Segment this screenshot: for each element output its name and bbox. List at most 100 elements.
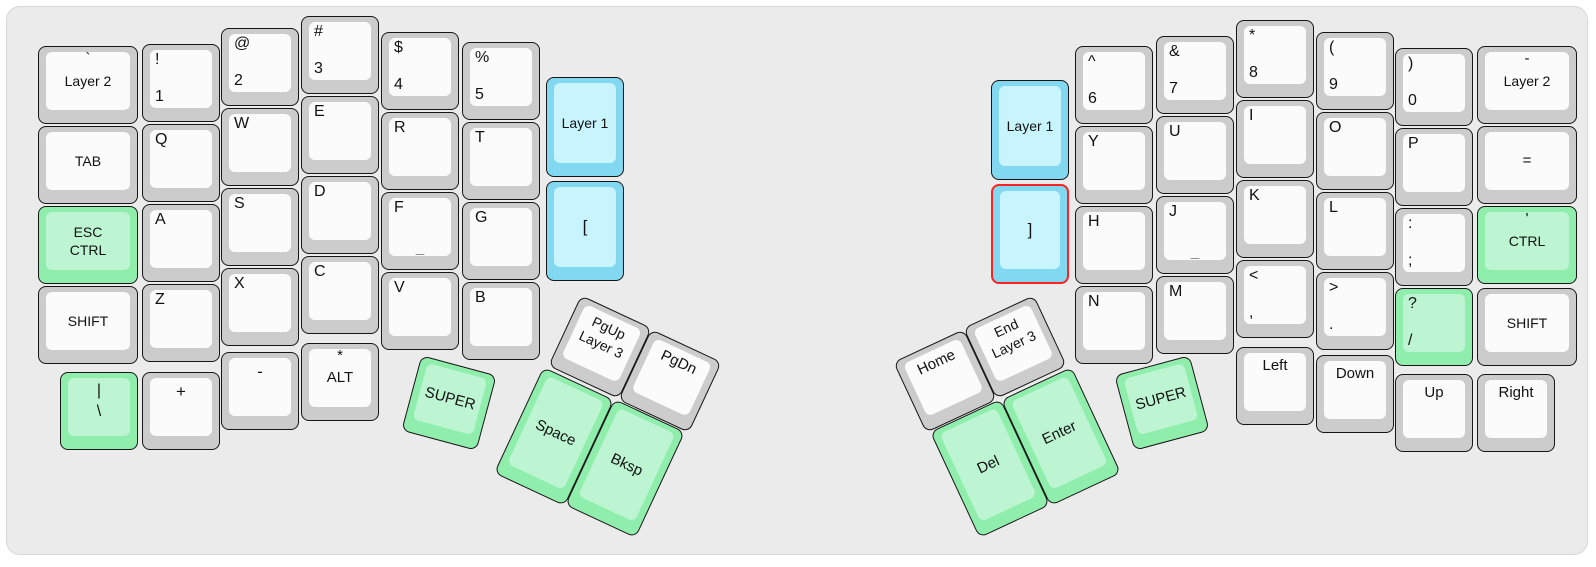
key-label-group: -: [229, 358, 291, 416]
key-label-group: Layer 2: [46, 52, 130, 110]
key-label: W: [234, 115, 250, 132]
key-plus[interactable]: +: [142, 372, 220, 450]
key-t[interactable]: T: [462, 122, 540, 200]
keycap-face: &7: [1164, 42, 1226, 100]
key-tab[interactable]: TAB: [38, 126, 138, 204]
key-n[interactable]: N: [1075, 286, 1153, 364]
keycap-face: H: [1083, 212, 1145, 270]
key-label: Layer 1: [1006, 117, 1054, 134]
key-label: 7: [1169, 80, 1178, 98]
key-d[interactable]: D: [301, 176, 379, 254]
key-right-arrow[interactable]: Right: [1477, 374, 1555, 452]
key-label: Y: [1088, 133, 1099, 150]
key-e[interactable]: E: [301, 96, 379, 174]
key-y[interactable]: Y: [1075, 126, 1153, 204]
key-label: Layer 2: [1503, 72, 1551, 89]
key-super-right[interactable]: SUPER: [1114, 355, 1210, 451]
key-g[interactable]: G: [462, 202, 540, 280]
key-label: SHIFT: [1506, 314, 1548, 331]
key-asterisk-alt[interactable]: *ALT: [301, 343, 379, 421]
key-label: @: [234, 35, 251, 52]
key-minus[interactable]: -: [221, 352, 299, 430]
key-label: D: [314, 183, 326, 200]
key-label: $: [394, 39, 403, 56]
key-q[interactable]: Q: [142, 124, 220, 202]
key-colon-semicolon[interactable]: :;: [1395, 208, 1473, 286]
key-label: [: [582, 216, 588, 236]
key-layer1-right[interactable]: Layer 1: [991, 80, 1069, 180]
key-v[interactable]: V: [381, 272, 459, 350]
key-label: !: [155, 51, 160, 68]
key-dollar-4[interactable]: $4: [381, 32, 459, 110]
key-w[interactable]: W: [221, 108, 299, 186]
key-b[interactable]: B: [462, 282, 540, 360]
key-label: Space: [532, 415, 579, 450]
keycap-face: $4: [389, 38, 451, 96]
key-hash-3[interactable]: #3: [301, 16, 379, 94]
keycap-face: SUPER: [412, 363, 488, 436]
key-l[interactable]: L: [1316, 192, 1394, 270]
key-equals[interactable]: =: [1477, 126, 1577, 204]
key-lparen-9[interactable]: (9: [1316, 32, 1394, 110]
keycap-face: TAB: [46, 132, 130, 190]
key-u[interactable]: U: [1156, 116, 1234, 194]
key-r[interactable]: R: [381, 112, 459, 190]
key-label: X: [234, 275, 245, 292]
key-rbracket[interactable]: ]: [991, 184, 1069, 284]
key-s[interactable]: S: [221, 188, 299, 266]
key-k[interactable]: K: [1236, 180, 1314, 258]
key-label-group: Layer 2: [1485, 52, 1569, 110]
key-lbracket[interactable]: [: [546, 181, 624, 281]
key-backtick-layer2[interactable]: `Layer 2: [38, 46, 138, 124]
key-dash-layer2[interactable]: -Layer 2: [1477, 46, 1577, 124]
key-label: *: [337, 347, 343, 364]
keycap-face: Layer 1: [999, 86, 1061, 166]
key-z[interactable]: Z: [142, 284, 220, 362]
key-shift-left[interactable]: SHIFT: [38, 286, 138, 364]
key-p[interactable]: P: [1395, 128, 1473, 206]
key-at-2[interactable]: @2: [221, 28, 299, 106]
key-a[interactable]: A: [142, 204, 220, 282]
key-pipe-backslash[interactable]: |\: [60, 372, 138, 450]
key-c[interactable]: C: [301, 256, 379, 334]
key-super-left[interactable]: SUPER: [401, 355, 497, 451]
key-label: B: [475, 289, 486, 306]
key-down-arrow[interactable]: Down: [1316, 355, 1394, 433]
key-lt-comma[interactable]: <,: [1236, 260, 1314, 338]
key-label: I: [1249, 107, 1254, 124]
keycap-face: #3: [309, 22, 371, 80]
keycap-face: J_: [1164, 202, 1226, 260]
key-f[interactable]: F_: [381, 192, 459, 270]
key-shift-right[interactable]: SHIFT: [1477, 288, 1577, 366]
key-i[interactable]: I: [1236, 100, 1314, 178]
key-x[interactable]: X: [221, 268, 299, 346]
key-label: :: [1408, 215, 1413, 232]
key-label: Down: [1335, 365, 1375, 382]
key-caret-6[interactable]: ^6: [1075, 46, 1153, 124]
keycap-face: +: [150, 378, 212, 436]
key-m[interactable]: M: [1156, 276, 1234, 354]
key-label: ]: [1027, 219, 1033, 239]
keycap-face: )0: [1403, 54, 1465, 112]
keycap-face: A: [150, 210, 212, 268]
key-question-slash[interactable]: ?/: [1395, 288, 1473, 366]
keycap-face: Down: [1324, 361, 1386, 419]
key-j[interactable]: J_: [1156, 196, 1234, 274]
key-amp-7[interactable]: &7: [1156, 36, 1234, 114]
key-up-arrow[interactable]: Up: [1395, 374, 1473, 452]
key-exclam-1[interactable]: !1: [142, 44, 220, 122]
key-o[interactable]: O: [1316, 112, 1394, 190]
keycap-face: S: [229, 194, 291, 252]
key-quote-ctrl[interactable]: 'CTRL: [1477, 206, 1577, 284]
key-gt-period[interactable]: >.: [1316, 272, 1394, 350]
key-h[interactable]: H: [1075, 206, 1153, 284]
key-rparen-0[interactable]: )0: [1395, 48, 1473, 126]
key-asterisk-8[interactable]: *8: [1236, 20, 1314, 98]
key-left-arrow[interactable]: Left: [1236, 347, 1314, 425]
key-label: S: [234, 195, 245, 212]
key-percent-5[interactable]: %5: [462, 42, 540, 120]
key-label-group: +: [150, 378, 212, 436]
key-layer1-left[interactable]: Layer 1: [546, 77, 624, 177]
key-label: F: [394, 199, 404, 216]
